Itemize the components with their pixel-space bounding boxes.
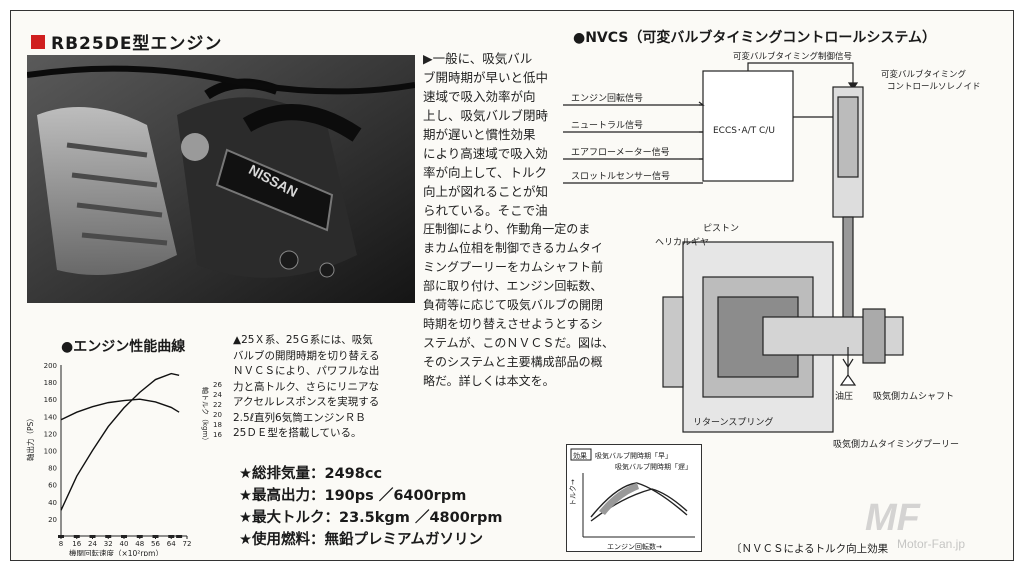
input-airflow: エアフローメーター信号: [571, 146, 670, 158]
input-engine-rpm: エンジン回転信号: [571, 92, 643, 104]
x-tick-label: 40: [120, 540, 129, 548]
x-tick-label: 56: [151, 540, 160, 548]
spec-fuel: ★使用燃料：無鉛プレミアムガソリン: [239, 532, 483, 548]
y-tick-label: 140: [44, 413, 57, 421]
solenoid-label-1: 可変バルブタイミング: [881, 69, 967, 80]
right-tick-label: 20: [213, 411, 222, 419]
x-marker: [105, 535, 112, 538]
ecu-label: ECCS･A/T C/U: [713, 126, 775, 136]
body-text: ▶一般に、吸気バルブ開時期が早いと低中速域で吸入効率が向 上し、吸気バルブ閉時期…: [423, 51, 549, 218]
spec-list: ★総排気量：2498cc ★最高出力：190ps ／6400rpm ★最大トルク…: [239, 463, 502, 551]
red-square-icon: [31, 34, 45, 49]
nvcs-diagram: エンジン回転信号 ニュートラル信号 エアフローメーター信号 スロットルセンサー信…: [563, 51, 981, 450]
perf-chart: 200 180 160 140 120 100 80 60 40 20 8 16 24 32 40 48 56 6…: [25, 362, 222, 556]
y-axis-label: 軸出力（PS）: [25, 414, 35, 461]
y-tick-label: 120: [44, 430, 57, 438]
effect-caption: 〔ＮＶＣＳによるトルク向上効果: [731, 543, 889, 555]
y-tick-label: 60: [48, 482, 57, 490]
effect-xlabel: エンジン回転数→: [607, 542, 662, 551]
effect-late-label: 吸気バルブ開時期「遅」: [615, 462, 692, 471]
x-marker: [89, 535, 96, 538]
site-watermark: MF Motor-Fan.jp: [857, 490, 997, 552]
y-tick-label: 200: [44, 362, 57, 370]
y-tick-label: 100: [44, 448, 57, 456]
x-tick-label: 72: [183, 540, 192, 548]
watermark-site: Motor-Fan.jp: [897, 537, 965, 551]
x-tick-label: 48: [135, 540, 144, 548]
x-axis-label: 機関回転速度（×10²rpm）: [69, 548, 163, 556]
return-spring-label: リターンスプリング: [693, 416, 773, 428]
y-tick-label: 180: [44, 379, 57, 387]
x-marker: [73, 535, 80, 538]
watermark-logo: MF: [865, 497, 922, 539]
effect-early-label: 吸気バルブ開時期「早」: [595, 451, 672, 460]
effect-tag: 効果: [573, 451, 587, 460]
effect-chart: 効果 吸気バルブ開時期「早」 吸気バルブ開時期「遅」 エンジン回転数→ トルク→: [566, 444, 702, 552]
spec-power: ★最高出力：190ps ／6400rpm: [239, 488, 467, 504]
x-tick-label: 64: [167, 540, 176, 548]
torque-curve: [60, 398, 180, 421]
x-marker: [121, 535, 127, 538]
effect-ylabel: トルク→: [569, 479, 577, 506]
helical-gear-label: ヘリカルギヤ: [655, 237, 709, 248]
section-title: RB25DE型エンジン: [31, 29, 222, 54]
nvcs-title: ●NVCS（可変バルブタイミングコントロールシステム）: [573, 30, 936, 46]
engine-photo: NISSAN: [27, 55, 415, 303]
oil-pressure-label: 油圧: [835, 390, 853, 402]
right-tick-label: 26: [213, 381, 222, 389]
camshaft-label: 吸気側カムシャフト: [873, 390, 954, 402]
x-marker: [176, 535, 183, 538]
x-marker: [168, 535, 175, 538]
right-tick-label: 24: [213, 391, 222, 399]
right-tick-label: 18: [213, 421, 222, 429]
y-tick-label: 40: [48, 499, 57, 507]
y-tick-label: 80: [48, 465, 57, 473]
spec-displacement: ★総排気量：2498cc: [239, 466, 383, 482]
x-tick-label: 32: [104, 540, 113, 548]
input-throttle: スロットルセンサー信号: [571, 170, 670, 182]
right-tick-label: 16: [213, 431, 222, 439]
x-tick-label: 8: [59, 540, 63, 548]
x-marker: [152, 535, 159, 538]
x-marker: [136, 535, 143, 538]
right-tick-label: 22: [213, 401, 222, 409]
spec-torque: ★最大トルク：23.5kgm ／4800rpm: [239, 510, 503, 526]
solenoid-label-2: コントロールソレノイド: [887, 82, 981, 92]
control-signal-label: 可変バルブタイミング制御信号: [733, 51, 852, 62]
y-tick-label: 160: [44, 396, 57, 404]
piston-label: ピストン: [703, 223, 739, 234]
x-tick-label: 24: [88, 540, 97, 548]
section-title-text: RB25DE型エンジン: [51, 34, 223, 54]
right-axis-label: 軸トルク（kgm）: [201, 387, 210, 444]
y-tick-label: 20: [48, 516, 57, 524]
perf-chart-title: ●エンジン性能曲線: [61, 339, 186, 355]
x-marker: [58, 535, 64, 538]
body-text-wide: 圧制御により、作動角一定のままカム位相を制御できるカムタイミングプーリーをカムシ…: [423, 222, 615, 388]
article-page: RB25DE型エンジン NISSAN: [10, 10, 1014, 561]
x-tick-label: 16: [72, 540, 81, 548]
power-curve: [60, 372, 180, 511]
cam-pulley-label: 吸気側カムタイミングプーリー: [833, 438, 959, 450]
input-neutral: ニュートラル信号: [571, 119, 643, 131]
